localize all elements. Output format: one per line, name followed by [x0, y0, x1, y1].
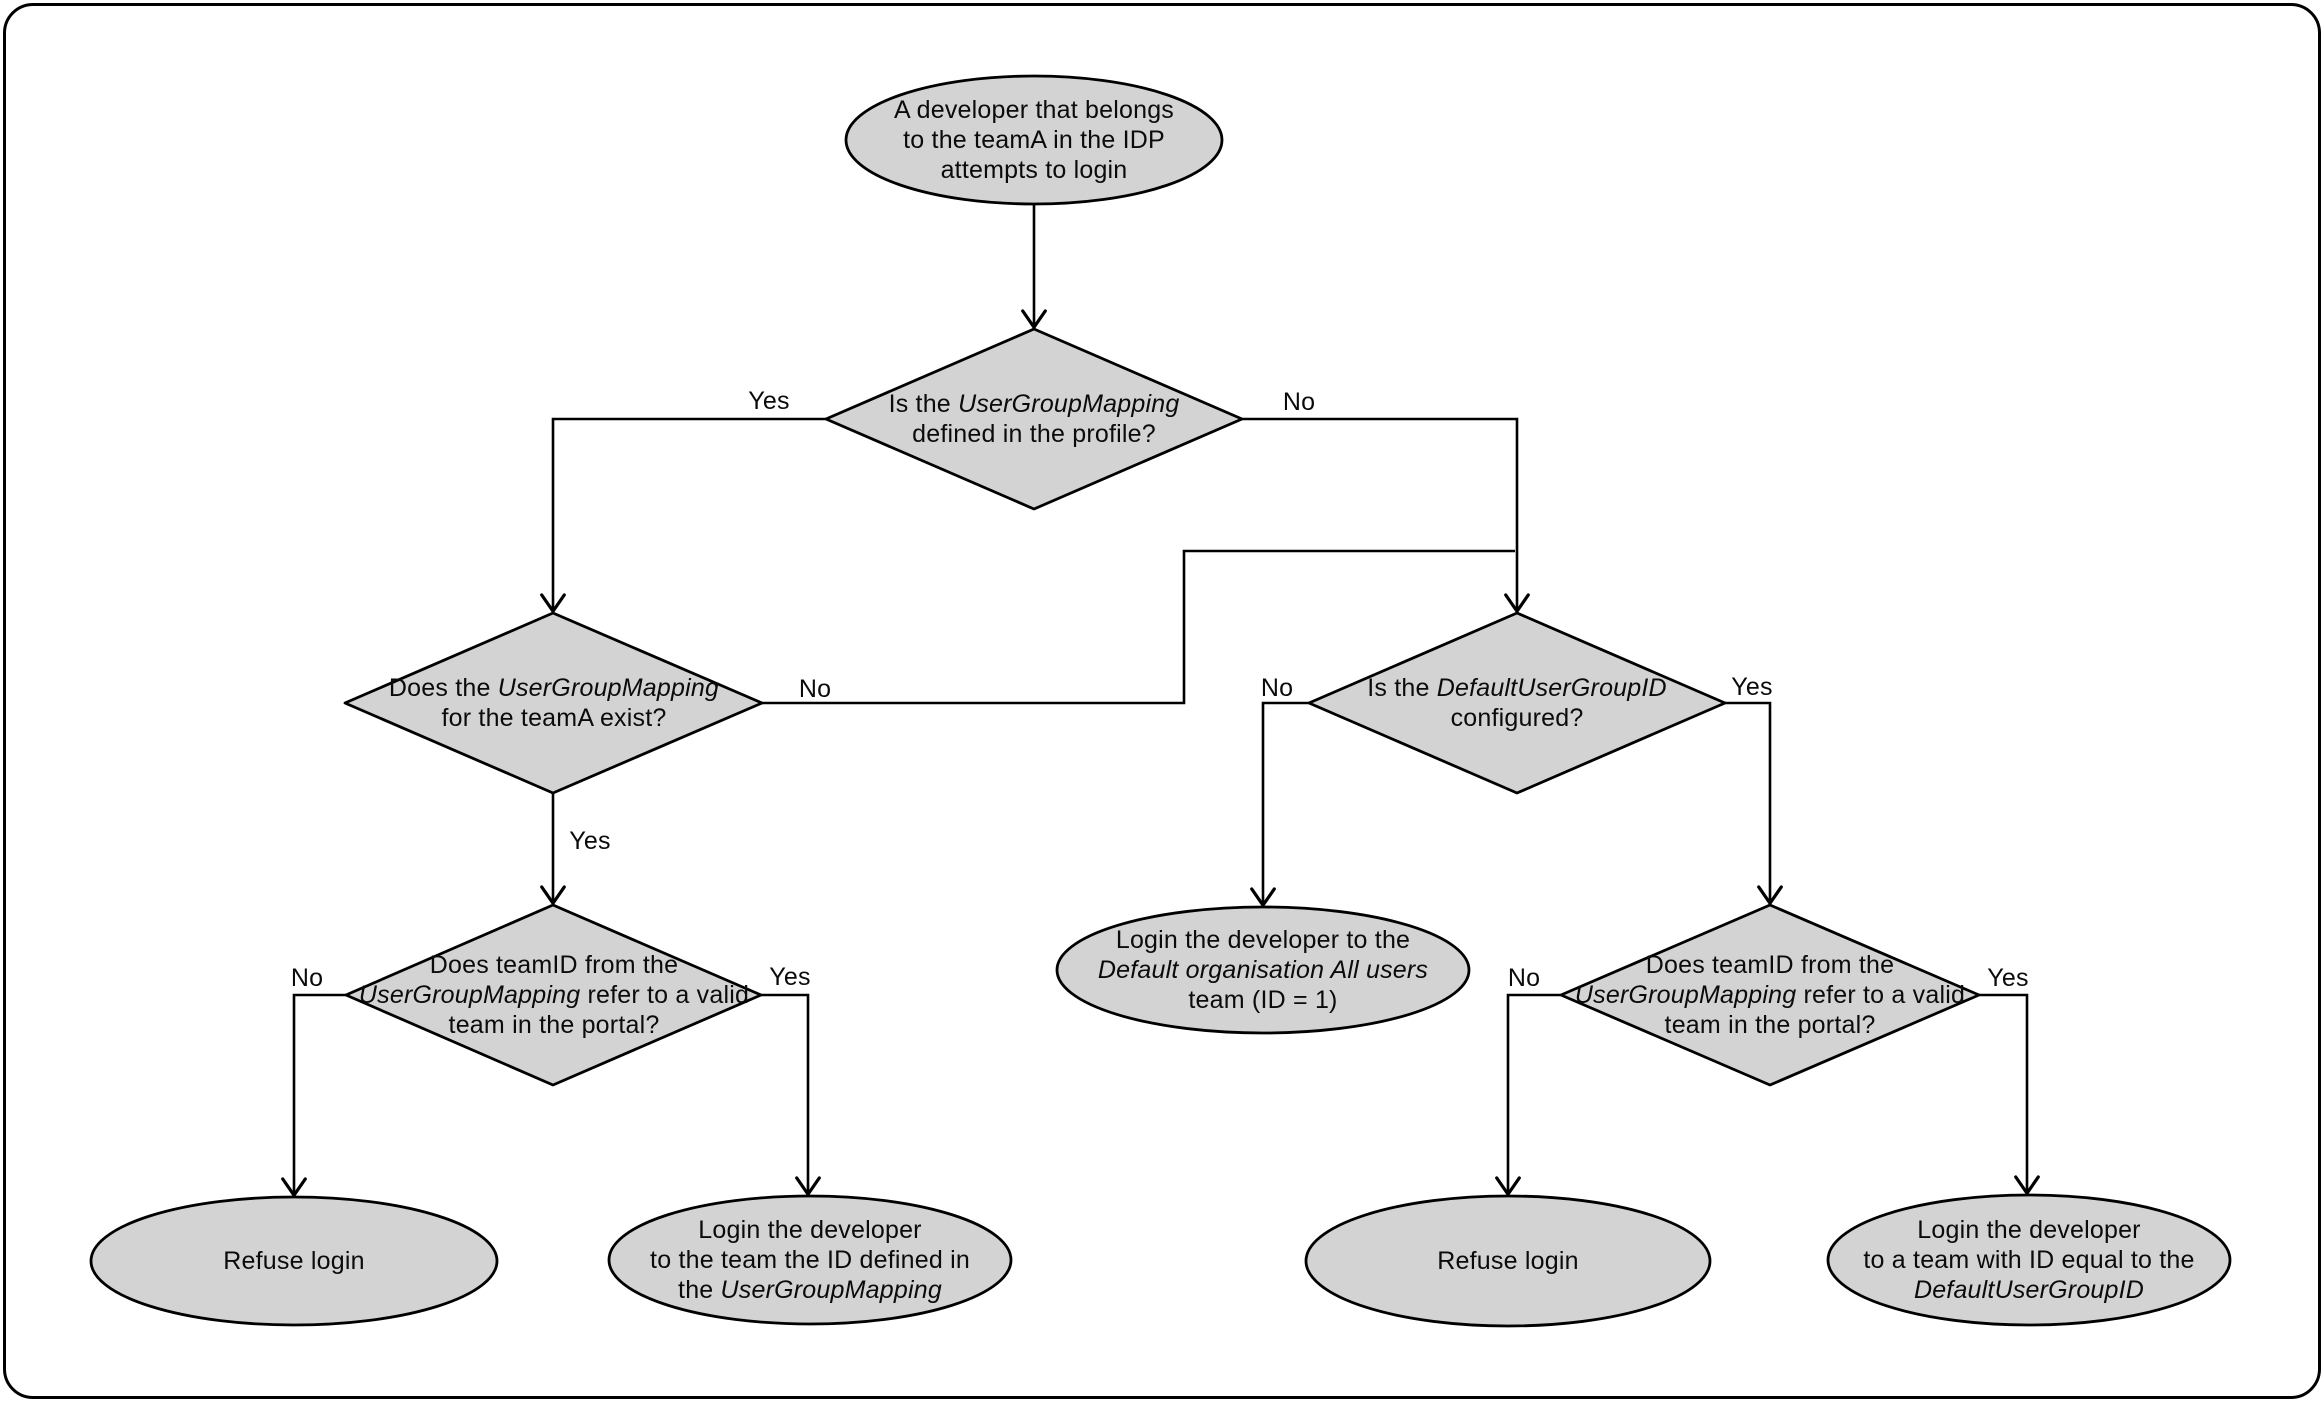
teamid-left-l2-text: refer to a valid [580, 981, 750, 1009]
node-refuse-right-shape [1304, 1194, 1712, 1328]
edge-label-teamid-left-yes: Yes [769, 963, 811, 991]
teamid-left-line3: team in the portal? [448, 1011, 660, 1039]
node-ugm-defined-line2: defined in the profile? [912, 420, 1156, 448]
edge-dugid-no [1250, 701, 1309, 907]
node-login-dugid-team-shape [1826, 1193, 2232, 1327]
edge-label-ugm-exists-yes: Yes [569, 827, 611, 855]
login-ugm-team-line3: the UserGroupMapping [650, 1275, 970, 1305]
edge-teamid-right-yes [1979, 993, 2040, 1195]
login-dugid-team-line1: Login the developer [1917, 1216, 2141, 1244]
dugid-l1-text: Is the [1367, 674, 1437, 702]
node-teamid-valid-right-label: Does teamID from the UserGroupMapping re… [1575, 950, 1965, 1040]
login-default-org-line2: Default organisation All users [1098, 955, 1428, 985]
login-default-org-term: Default organisation All users [1097, 956, 1429, 984]
login-dugid-team-l3-term: DefaultUserGroupID [1913, 1276, 2145, 1304]
node-ugm-defined-shape [824, 327, 1244, 511]
teamid-right-l2-text: refer to a valid [1796, 981, 1966, 1009]
node-start-shape [844, 74, 1224, 206]
edge-ugm-defined-no [1242, 417, 1530, 613]
teamid-right-line3: team in the portal? [1664, 1011, 1876, 1039]
node-ugm-exists-label: Does the UserGroupMapping for the teamA … [389, 673, 719, 733]
node-login-ugm-team-shape [607, 1194, 1013, 1326]
dugid-l1-term: DefaultUserGroupID [1436, 674, 1667, 702]
ugm-defined-l1-text: Is the [888, 390, 959, 418]
node-dugid-configured-label: Is the DefaultUserGroupID configured? [1367, 673, 1667, 733]
login-dugid-team-line3: DefaultUserGroupID [1863, 1275, 2194, 1305]
edge-teamid-right-no [1495, 993, 1561, 1196]
node-ugm-exists-line1: Does the UserGroupMapping [389, 673, 719, 703]
login-ugm-team-line2: to the team the ID defined in [650, 1246, 970, 1274]
node-start-line1: A developer that belongs [893, 96, 1175, 124]
ugm-exists-l1-text: Does the [388, 674, 498, 702]
edge-label-ugm-defined-yes: Yes [748, 387, 790, 415]
edge-label-teamid-right-no: No [1507, 964, 1541, 992]
edge-label-dugid-no: No [1260, 674, 1294, 702]
node-start-line3: attempts to login [940, 156, 1128, 184]
edge-teamid-left-no [281, 993, 346, 1197]
node-dugid-line1: Is the DefaultUserGroupID [1367, 673, 1667, 703]
edge-ugm-defined-yes [540, 417, 826, 613]
node-ugm-defined-line1: Is the UserGroupMapping [889, 389, 1180, 419]
node-teamid-valid-left-shape [344, 903, 763, 1087]
login-default-org-line3: team (ID = 1) [1188, 986, 1338, 1014]
node-dugid-configured-shape [1307, 611, 1727, 795]
refuse-right-line1: Refuse login [1437, 1247, 1579, 1275]
teamid-right-l2-term: UserGroupMapping [1574, 981, 1797, 1009]
edge-label-teamid-left-no: No [290, 964, 324, 992]
teamid-right-line1: Does teamID from the [1645, 951, 1895, 979]
node-refuse-left-label: Refuse login [223, 1246, 364, 1276]
node-dugid-line2: configured? [1450, 704, 1584, 732]
edge-ugm-exists-no-merge [762, 549, 1515, 705]
edge-dugid-yes [1725, 701, 1783, 905]
node-start-label: A developer that belongs to the teamA in… [894, 95, 1174, 185]
edge-label-teamid-right-yes: Yes [1987, 964, 2029, 992]
node-start-line2: to the teamA in the IDP [903, 126, 1165, 154]
node-login-dugid-team-label: Login the developer to a team with ID eq… [1863, 1215, 2194, 1305]
ugm-defined-l1-term: UserGroupMapping [958, 390, 1180, 418]
login-ugm-team-line1: Login the developer [698, 1216, 922, 1244]
node-ugm-exists-shape [343, 611, 764, 795]
login-dugid-team-line2: to a team with ID equal to the [1863, 1246, 2195, 1274]
edge-teamid-left-yes [761, 993, 821, 1196]
node-login-default-org-label: Login the developer to the Default organ… [1098, 925, 1428, 1015]
login-ugm-team-l3-term: UserGroupMapping [720, 1276, 942, 1304]
edge-label-ugm-exists-no: No [798, 675, 832, 703]
teamid-left-line2: UserGroupMapping refer to a valid [359, 980, 749, 1010]
refuse-left-line1: Refuse login [223, 1247, 365, 1275]
node-ugm-exists-line2: for the teamA exist? [441, 704, 667, 732]
node-refuse-left-shape [89, 1195, 499, 1327]
node-teamid-valid-right-shape [1559, 903, 1981, 1087]
node-login-ugm-team-label: Login the developer to the team the ID d… [650, 1215, 970, 1305]
node-ugm-defined-label: Is the UserGroupMapping defined in the p… [889, 389, 1180, 449]
node-refuse-right-label: Refuse login [1437, 1246, 1578, 1276]
ugm-exists-l1-term: UserGroupMapping [497, 674, 720, 702]
edge-label-ugm-defined-no: No [1282, 388, 1316, 416]
node-teamid-valid-left-label: Does teamID from the UserGroupMapping re… [359, 950, 749, 1040]
edge-label-dugid-yes: Yes [1731, 673, 1773, 701]
node-login-default-org-shape [1055, 905, 1471, 1035]
teamid-left-line1: Does teamID from the [429, 951, 679, 979]
login-ugm-team-l3-text: the [678, 1276, 721, 1304]
login-default-org-line1: Login the developer to the [1115, 926, 1411, 954]
teamid-left-l2-term: UserGroupMapping [358, 981, 581, 1009]
teamid-right-line2: UserGroupMapping refer to a valid [1575, 980, 1965, 1010]
